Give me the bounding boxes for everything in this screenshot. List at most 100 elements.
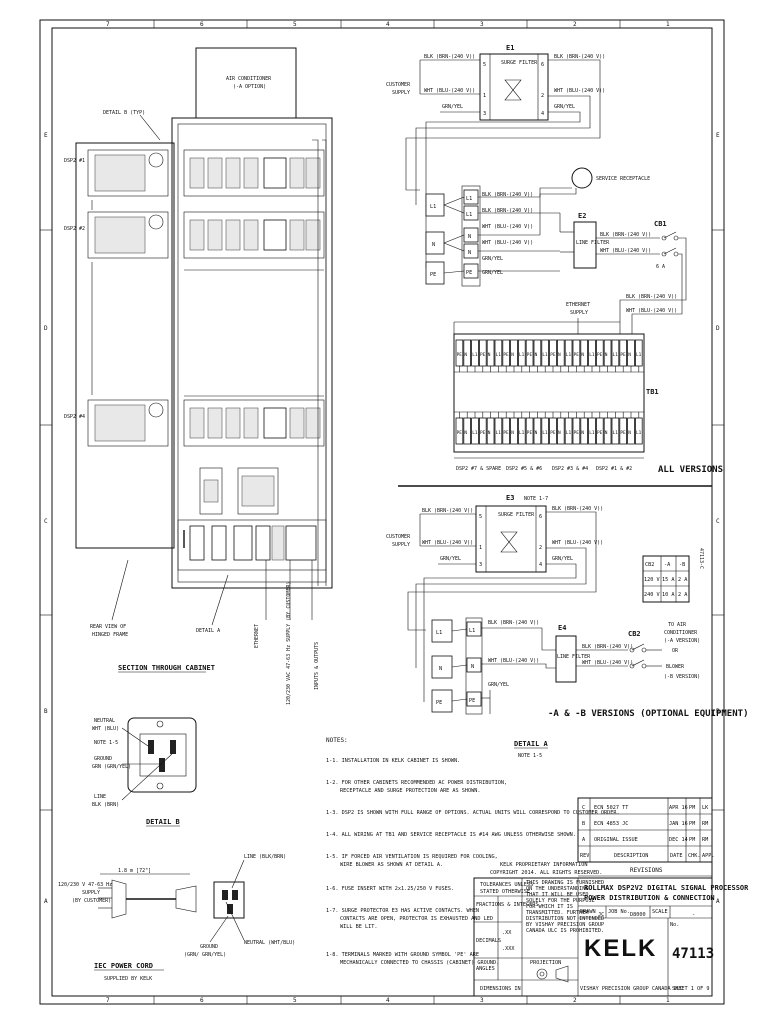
dsp-label-1: DSP2 #1 [64, 158, 85, 164]
tb1-terminal-label: L1 [589, 430, 595, 436]
e1-t5: 5 [483, 62, 486, 68]
tb1-terminal-label: N [535, 430, 538, 436]
db-ground: GROUND [94, 756, 112, 762]
tb1-terminal-label: L1 [519, 430, 525, 436]
svg-text:KELK PROPRIETARY INFORMATION: KELK PROPRIETARY INFORMATION [500, 862, 587, 868]
svg-text:-B: -B [679, 562, 685, 568]
notes-heading: NOTES: [326, 737, 348, 744]
detail-a-note: NOTE 1-5 [518, 753, 542, 759]
iec-inlet-outline [127, 717, 197, 793]
dsp-label-2: DSP2 #2 [64, 226, 85, 232]
cb1-in-blk: BLK (BRN-(240 V)) [600, 232, 651, 238]
tb1-terminal-label: PE [527, 352, 533, 358]
tb1-terminal-label: L1 [472, 352, 478, 358]
svg-text:REV: REV [580, 853, 589, 859]
rear-view-1: REAR VIEW OF [90, 624, 126, 630]
detail-b-title: DETAIL B [146, 818, 180, 826]
dsp-group-3: DSP2 #3 & #4 [552, 466, 588, 472]
side-number: 47113-C [698, 548, 704, 569]
svg-text:ECN 4853 JC: ECN 4853 JC [594, 821, 628, 827]
zone-markers: 7 6 5 4 3 2 1 7 6 5 4 3 2 1 E D C B A E … [40, 20, 724, 1004]
svg-text:APP.: APP. [702, 853, 715, 859]
title-line-2: POWER DISTRIBUTION & CONNECTION [584, 894, 715, 902]
col-label-4b: 4 [386, 997, 390, 1004]
e3-out-wht: WHT (BLU-(240 V)) [552, 540, 603, 546]
svg-text:WIRE BLOWER AS SHOWN AT DETAIL: WIRE BLOWER AS SHOWN AT DETAIL A. [340, 862, 443, 868]
iec-supply-2: SUPPLY [82, 890, 100, 896]
e1-out-wht: WHT (BLU-(240 V)) [554, 88, 605, 94]
cb1-in-wht: WHT (BLU-(240 V)) [600, 248, 651, 254]
tb1-terminal-label: L1 [613, 430, 619, 436]
svg-text:4: 4 [539, 562, 542, 568]
svg-text:3: 3 [479, 562, 482, 568]
svg-text:DISTRIBUTION NOT INTENDED: DISTRIBUTION NOT INTENDED [526, 916, 604, 922]
hinged-frame [75, 142, 175, 549]
dsp-units [87, 149, 169, 447]
tb1-terminal-label: PE [503, 430, 509, 436]
outer-border [39, 19, 725, 1005]
svg-text:FOR WHICH IT IS: FOR WHICH IT IS [526, 904, 573, 910]
svg-text:2 A: 2 A [678, 577, 688, 583]
tb1-strip [453, 333, 645, 453]
col-label-7: 7 [106, 21, 110, 28]
dsp-group-2: DSP2 #5 & #6 [506, 466, 542, 472]
col-label-3b: 3 [480, 997, 484, 1004]
svg-text:D8000: D8000 [630, 912, 646, 918]
ac-label: AIR CONDITIONER [226, 76, 272, 82]
col-label-1b: 1 [666, 997, 670, 1004]
e4-in-blk: BLK (BRN-(240 V)) [488, 620, 539, 626]
svg-text:-A: -A [664, 562, 671, 568]
col-label-6: 6 [200, 21, 204, 28]
dsp-label-4: DSP2 #4 [64, 414, 85, 420]
svg-text:LK: LK [702, 805, 709, 811]
db-neutral: NEUTRAL [94, 718, 115, 724]
rear-view-2: HINGED FRAME [92, 632, 128, 638]
cb1-label: CB1 [654, 220, 667, 228]
cb1-rating: 6 A [656, 264, 665, 270]
db-line: LINE [94, 794, 106, 800]
db-blk: BLK (BRN) [92, 802, 119, 808]
col-label-2b: 2 [573, 997, 577, 1004]
ac-option: (-A OPTION) [233, 84, 266, 90]
svg-text:CB2: CB2 [645, 562, 654, 568]
svg-text:DATE: DATE [670, 853, 683, 859]
svg-text:120 V: 120 V [644, 577, 660, 583]
tb1-terminal-label: PE [550, 430, 556, 436]
svg-text:L1: L1 [430, 204, 436, 210]
iec-ground-1: GROUND [200, 944, 218, 950]
iec-length: 1.8 m [72"] [118, 868, 151, 874]
svg-text:1-5. IF FORCED AIR VENTILATION: 1-5. IF FORCED AIR VENTILATION IS REQUIR… [326, 854, 498, 860]
cabinet-outline [171, 117, 333, 589]
row-label-d-r: D [716, 325, 720, 332]
svg-text:N: N [471, 664, 474, 670]
iec-line: LINE (BLK/BRN) [244, 854, 286, 860]
tb1-terminal-label: N [464, 430, 467, 436]
cabinet-section: AIR CONDITIONER (-A OPTION) DETAIL B (TY… [64, 47, 333, 705]
tb1-terminal-label: N [535, 352, 538, 358]
row-label-a-r: A [716, 898, 720, 905]
tb1-terminal-label: N [628, 430, 631, 436]
svg-text:1-4. ALL WIRING AT TB1 AND SER: 1-4. ALL WIRING AT TB1 AND SERVICE RECEP… [326, 832, 576, 838]
to-ac-5: BLOWER [666, 664, 685, 670]
row-label-e-r: E [716, 132, 720, 139]
e3-in-blk: BLK (BRN-(240 V)) [422, 508, 473, 514]
svg-text:10 A: 10 A [662, 592, 675, 598]
svg-text:BY VISHAY PRECISION GROUP: BY VISHAY PRECISION GROUP [526, 922, 604, 928]
svg-text:15 A: 15 A [662, 577, 675, 583]
e1-t3: 3 [483, 111, 486, 117]
tb1-terminal-label: PE [527, 430, 533, 436]
col-label-7b: 7 [106, 997, 110, 1004]
detail-a-ref: DETAIL A [196, 628, 220, 634]
svg-text:ECN 5027 TT: ECN 5027 TT [594, 805, 628, 811]
svg-text:RECEPTACLE AND SURGE PROTECTIO: RECEPTACLE AND SURGE PROTECTION ARE AS S… [340, 788, 481, 794]
svg-text:CANADA ULC IS PROHIBITED.: CANADA ULC IS PROHIBITED. [526, 928, 604, 934]
tb1-terminal-label: L1 [636, 430, 642, 436]
iec-supplied: SUPPLIED BY KELK [104, 976, 152, 982]
svg-text:SCALE: SCALE [652, 909, 668, 915]
svg-text:PM: PM [689, 805, 695, 811]
e2-line-filter [573, 221, 597, 269]
tb1-terminal-label: N [581, 352, 584, 358]
e3-out-grn: GRN/YEL [552, 556, 573, 562]
